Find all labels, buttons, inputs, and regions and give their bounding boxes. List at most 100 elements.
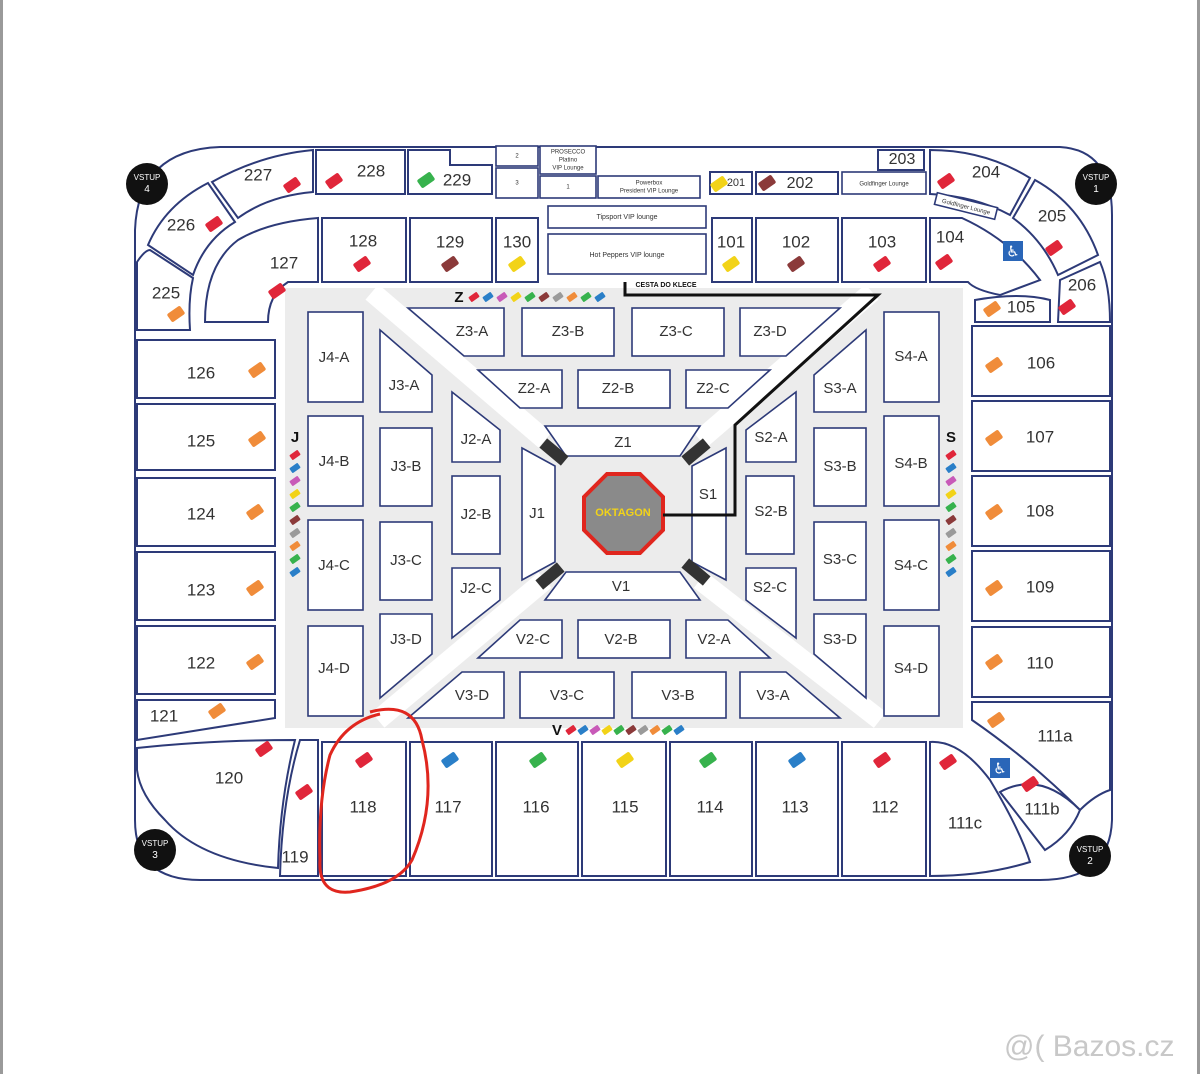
entrance-3[interactable] [134, 829, 176, 871]
section-label-115: 115 [611, 797, 638, 816]
section-S3-D[interactable] [813, 613, 867, 700]
section-129[interactable] [409, 217, 493, 283]
vip-box-3-label: 3 [515, 181, 519, 187]
section-V3-D[interactable] [405, 671, 505, 719]
section-102[interactable] [755, 217, 839, 283]
vip-box-3[interactable] [495, 167, 539, 199]
section-label-S4-B: S4-B [894, 455, 927, 472]
section-label-225: 225 [152, 283, 180, 302]
section-J3-B[interactable] [379, 427, 433, 507]
section-227[interactable] [210, 148, 314, 220]
tipsport-lounge[interactable] [547, 205, 707, 229]
section-label-J3-A: J3-A [389, 377, 420, 394]
section-103[interactable] [841, 217, 927, 283]
section-228[interactable] [315, 149, 406, 195]
section-V3-B[interactable] [631, 671, 727, 719]
ticket-strip-z [496, 292, 508, 302]
section-J4-C[interactable] [307, 519, 364, 611]
goldfinger-lounge-2[interactable] [933, 191, 999, 221]
section-113[interactable] [755, 741, 839, 877]
section-Z3-A[interactable] [405, 307, 505, 357]
entrance-1[interactable] [1075, 163, 1117, 205]
powerbox-lounge[interactable] [597, 175, 701, 199]
section-J2-C[interactable] [451, 567, 501, 640]
section-104[interactable] [929, 217, 1042, 297]
ticket-icon [983, 301, 1001, 317]
section-V2-A[interactable] [685, 619, 773, 659]
section-J3-A[interactable] [379, 328, 433, 413]
section-226[interactable] [146, 181, 237, 277]
section-S3-A[interactable] [813, 328, 867, 413]
ticket-strip-s [945, 450, 957, 460]
section-101[interactable] [711, 217, 753, 283]
section-label-122: 122 [187, 653, 215, 672]
section-S4-A[interactable] [883, 311, 940, 403]
section-Z1[interactable] [543, 425, 702, 457]
section-J2-B[interactable] [451, 475, 501, 555]
section-114[interactable] [669, 741, 753, 877]
section-202[interactable] [755, 171, 839, 195]
section-J4-A[interactable] [307, 311, 364, 403]
entrance-4[interactable] [126, 163, 168, 205]
section-203[interactable] [877, 149, 925, 171]
side-letter-s: S [946, 429, 956, 446]
section-J4-B[interactable] [307, 415, 364, 507]
section-J3-C[interactable] [379, 521, 433, 601]
aisle-se [693, 572, 887, 728]
section-Z2-B[interactable] [577, 369, 671, 409]
section-S4-B[interactable] [883, 415, 940, 507]
section-S2-B[interactable] [745, 475, 795, 555]
section-S3-B[interactable] [813, 427, 867, 507]
corner-post-sw [535, 562, 565, 590]
section-J2-A[interactable] [451, 390, 501, 463]
section-Z2-A[interactable] [475, 369, 563, 409]
side-letter-z: Z [454, 289, 463, 306]
section-S3-C[interactable] [813, 521, 867, 601]
side-letter-v: V [552, 722, 562, 739]
section-S4-D[interactable] [883, 625, 940, 717]
section-label-112: 112 [871, 797, 898, 816]
hotpeppers-lounge[interactable] [547, 233, 707, 275]
section-S2-A[interactable] [745, 390, 797, 463]
section-Z3-D[interactable] [739, 307, 843, 357]
corner-post-nw [539, 438, 569, 466]
section-J1[interactable] [521, 446, 556, 582]
section-label-Z2-A: Z2-A [518, 380, 551, 397]
section-V3-A[interactable] [739, 671, 843, 719]
section-label-V3-D: V3-D [455, 687, 489, 704]
section-121[interactable] [136, 699, 276, 742]
vip-box-1[interactable] [539, 175, 597, 199]
section-111c[interactable] [929, 740, 1032, 878]
section-V2-B[interactable] [577, 619, 671, 659]
section-Z2-C[interactable] [685, 369, 773, 409]
section-V2-C[interactable] [475, 619, 563, 659]
ticket-icon [268, 283, 286, 299]
section-label-119: 119 [281, 847, 308, 866]
section-label-109: 109 [1026, 577, 1054, 596]
svg-text:♿: ♿ [1006, 243, 1019, 261]
entrance-label: VSTUP [1083, 173, 1110, 182]
section-label-104: 104 [936, 227, 964, 246]
section-Z3-C[interactable] [631, 307, 725, 357]
section-V1[interactable] [543, 571, 702, 601]
prosecco-lounge[interactable] [539, 145, 597, 175]
section-label-S4-C: S4-C [894, 557, 928, 574]
goldfinger-lounge[interactable] [841, 171, 927, 195]
vip-box-2[interactable] [495, 145, 539, 167]
section-S2-C[interactable] [745, 567, 797, 640]
section-V3-C[interactable] [519, 671, 615, 719]
section-120[interactable] [136, 738, 297, 870]
section-J4-D[interactable] [307, 625, 364, 717]
section-Z3-B[interactable] [521, 307, 615, 357]
section-J3-D[interactable] [379, 613, 433, 700]
section-205[interactable] [1011, 178, 1100, 277]
section-119[interactable] [278, 739, 319, 877]
section-label-J1: J1 [529, 505, 545, 522]
section-128[interactable] [321, 217, 407, 283]
ticket-icon [722, 256, 740, 272]
section-S4-C[interactable] [883, 519, 940, 611]
section-130[interactable] [495, 217, 539, 283]
section-label-111c: 111c [948, 813, 983, 832]
octagon-cage[interactable] [582, 472, 665, 555]
entrance-2[interactable] [1069, 835, 1111, 877]
